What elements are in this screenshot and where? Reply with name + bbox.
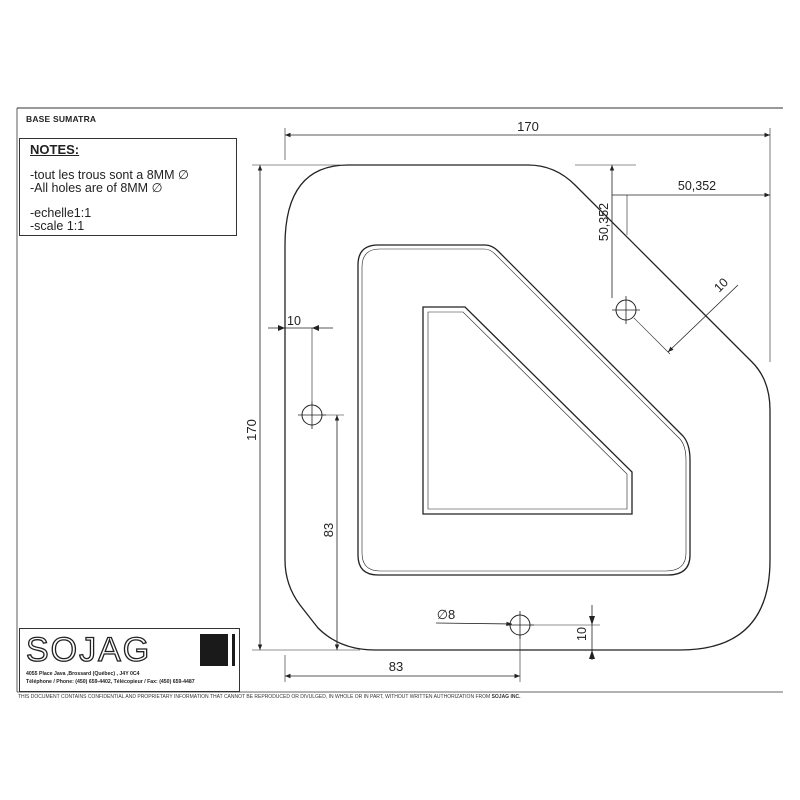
note-scale-en: -scale 1:1 [30, 219, 85, 233]
inner-cutout-inner [427, 311, 628, 510]
dim-text-bottom-x: 83 [389, 659, 403, 674]
dim-corner-vertical: 50,352 [575, 164, 636, 298]
recess-outline [357, 244, 691, 576]
dim-corner-horizontal: 50,352 [612, 179, 770, 235]
hole-left [298, 401, 326, 429]
company-address: 4055 Place Java ,Brossard (Québec) , J4Y… [26, 671, 140, 677]
dim-hole-left-offset: 10 [268, 314, 333, 401]
logo-square-icon [200, 634, 228, 666]
drawing-title: BASE SUMATRA [26, 114, 97, 124]
dim-hole-bottom-x: 83 [284, 635, 521, 682]
diameter-symbol-icon: ∅ [151, 181, 163, 195]
disclaimer-company: SOJAG INC. [491, 694, 521, 700]
note-holes-en-text: -All holes are of 8MM [30, 181, 149, 195]
dim-text-diameter: ∅8 [437, 607, 456, 622]
dim-text-diag: 10 [711, 275, 731, 295]
dim-overall-height: 170 [244, 164, 360, 651]
logo-bar-icon [232, 634, 235, 666]
company-title-block: SOJAG 4055 Place Java ,Brossard (Québec)… [19, 628, 240, 692]
note-holes-en: -All holes are of 8MM ∅ [30, 182, 162, 195]
diameter-symbol-icon: ∅ [178, 168, 189, 182]
dim-overall-width: 170 [284, 119, 771, 362]
notes-box: NOTES: -tout les trous sont a 8MM ∅ -All… [19, 138, 237, 236]
confidentiality-notice: THIS DOCUMENT CONTAINS CONFIDENTIAL AND … [18, 694, 520, 700]
dim-hole-bottom-offset: 10 [530, 605, 680, 660]
inner-cutout [422, 306, 633, 515]
company-logo: SOJAG [25, 631, 152, 669]
dim-text-bottom-offset: 10 [575, 627, 589, 641]
disclaimer-text: THIS DOCUMENT CONTAINS CONFIDENTIAL AND … [18, 694, 492, 700]
dim-text-left-height: 83 [321, 523, 336, 537]
company-phone: Téléphone / Phone: (450) 659-4402, Téléc… [26, 679, 195, 685]
note-scale-fr: -echelle1:1 [30, 206, 92, 220]
dim-hole-diameter: ∅8 [435, 607, 513, 627]
recess-outline-inner [361, 248, 687, 572]
notes-heading: NOTES: [30, 142, 80, 157]
dim-hole-left-height: 83 [321, 414, 344, 650]
dim-text-width: 170 [517, 119, 539, 134]
hole-right [612, 296, 640, 324]
dim-text-left-offset: 10 [287, 314, 301, 328]
dim-text-corner-h: 50,352 [678, 179, 716, 193]
dim-hole-diag: 10 [633, 275, 739, 355]
hole-bottom [506, 611, 534, 639]
note-holes-fr-text: -tout les trous sont a 8MM [30, 168, 175, 182]
dim-text-height: 170 [244, 419, 259, 441]
dim-text-corner-v: 50,352 [597, 203, 611, 241]
note-holes-fr: -tout les trous sont a 8MM ∅ [30, 169, 189, 182]
